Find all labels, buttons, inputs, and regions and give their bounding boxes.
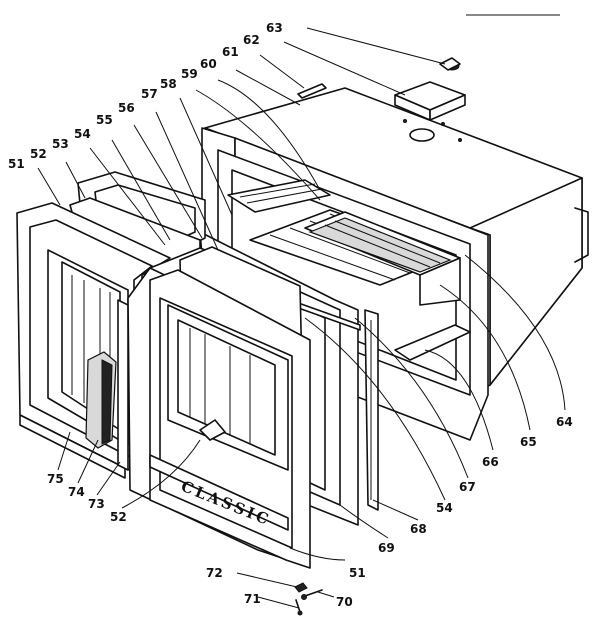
callout-74: 74 [68,485,85,499]
callout-69: 69 [378,541,395,555]
callout-52-bottom: 52 [110,510,127,524]
callout-66: 66 [482,455,499,469]
callout-64: 64 [556,415,573,429]
small-hardware [294,582,323,616]
callout-51-left: 51 [8,157,25,171]
callout-61: 61 [222,45,239,59]
callout-54-right: 54 [436,501,453,515]
callout-numbers: 51 52 53 54 55 56 57 58 59 60 61 62 63 6… [8,21,573,609]
callout-68: 68 [410,522,427,536]
callout-55: 55 [96,113,113,127]
callout-57: 57 [141,87,158,101]
callout-67: 67 [459,480,476,494]
callout-51-right: 51 [349,566,366,580]
callout-62: 62 [243,33,260,47]
callout-65: 65 [520,435,537,449]
callout-53: 53 [52,137,69,151]
callout-59: 59 [181,67,198,81]
leader-lines [37,27,566,609]
callout-71: 71 [244,592,261,606]
callout-58: 58 [160,77,177,91]
callout-52-top: 52 [30,147,47,161]
callout-70: 70 [336,595,353,609]
callout-75: 75 [47,472,64,486]
callout-60: 60 [200,57,217,71]
callout-56: 56 [118,101,135,115]
callout-72: 72 [206,566,223,580]
callout-63: 63 [266,21,283,35]
callout-54-top: 54 [74,127,91,141]
right-door-assembly [127,246,311,569]
callout-73: 73 [88,497,105,511]
